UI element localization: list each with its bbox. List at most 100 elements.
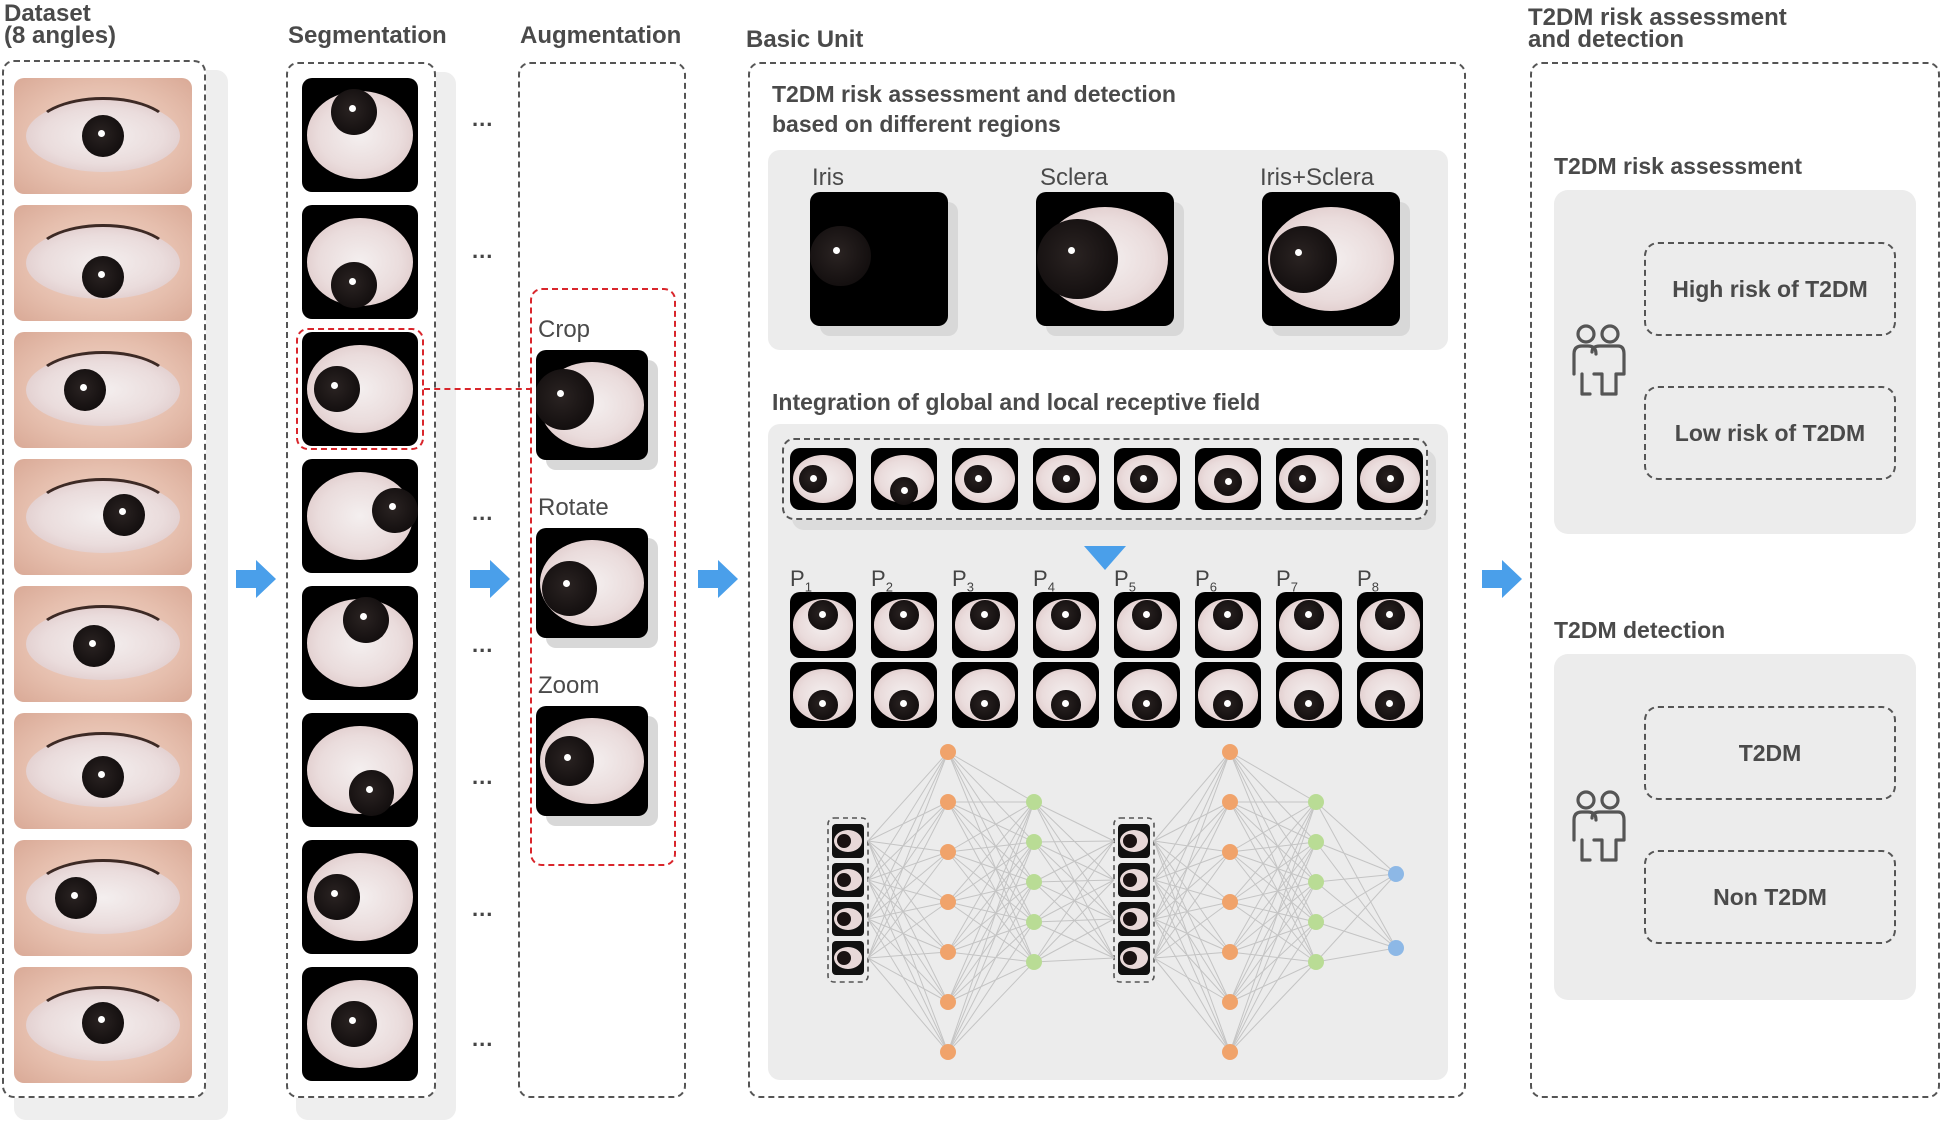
global-view-image bbox=[1195, 448, 1261, 510]
non-t2dm-box: Non T2DM bbox=[1644, 850, 1896, 944]
dataset-title-line2: (8 angles) bbox=[4, 22, 117, 49]
network-edge bbox=[947, 881, 1035, 1053]
network-edge bbox=[867, 751, 949, 881]
glint bbox=[360, 613, 368, 621]
patch-image bbox=[1195, 592, 1261, 658]
patch-label: P4 bbox=[1033, 566, 1055, 594]
iris-region bbox=[314, 366, 360, 412]
glint bbox=[348, 105, 356, 113]
eyelid-line bbox=[31, 985, 175, 1056]
glint bbox=[1143, 610, 1151, 618]
patch-image bbox=[790, 592, 856, 658]
input-patch-iris bbox=[837, 873, 851, 887]
network-edge bbox=[947, 801, 1035, 853]
basic-unit-panel bbox=[748, 62, 1466, 1098]
glint bbox=[1224, 477, 1232, 485]
network-edge bbox=[947, 801, 1035, 883]
network-edge bbox=[867, 840, 949, 1003]
input-patch-iris bbox=[1123, 912, 1137, 926]
ellipsis: ... bbox=[472, 106, 494, 131]
network-node-output bbox=[1388, 940, 1404, 956]
patch-subscript: 6 bbox=[1209, 579, 1217, 595]
patch-label: P5 bbox=[1114, 566, 1136, 594]
basic-unit-title: Basic Unit bbox=[746, 26, 864, 53]
network-edge bbox=[867, 751, 949, 842]
global-view-image bbox=[1357, 448, 1423, 510]
network-edge bbox=[947, 751, 1035, 843]
ellipsis: ... bbox=[472, 896, 494, 921]
glint bbox=[819, 610, 827, 618]
glint bbox=[389, 503, 397, 511]
network-node-orange bbox=[1222, 744, 1238, 760]
network-edge bbox=[947, 841, 1035, 1053]
input-patch-iris bbox=[837, 834, 851, 848]
network-edge bbox=[867, 901, 949, 920]
network-edge bbox=[947, 801, 1035, 1053]
dataset-eye-image bbox=[14, 332, 192, 448]
dataset-eye-image bbox=[14, 78, 192, 194]
network-edge bbox=[1229, 751, 1317, 803]
network-edge bbox=[1033, 840, 1115, 883]
network-edge bbox=[1153, 957, 1231, 1003]
augmentation-panel bbox=[518, 62, 686, 1098]
global-view-image bbox=[1114, 448, 1180, 510]
glint bbox=[1295, 248, 1303, 256]
dataset-eye-image bbox=[14, 205, 192, 321]
iris-region bbox=[542, 561, 598, 616]
patch-letter: P bbox=[1276, 566, 1291, 591]
network-edge bbox=[947, 801, 1035, 963]
network-edge bbox=[947, 921, 1035, 1053]
network-edge bbox=[1153, 918, 1231, 1053]
iris-region bbox=[1037, 218, 1118, 300]
glint bbox=[819, 700, 827, 708]
network-edge bbox=[867, 851, 949, 959]
network-edge bbox=[867, 879, 949, 1053]
iris-region bbox=[331, 1001, 377, 1047]
network-edge bbox=[867, 851, 949, 920]
network-edge bbox=[1315, 881, 1397, 949]
network-edge bbox=[867, 840, 949, 1053]
glint bbox=[1062, 610, 1070, 618]
integration-panel bbox=[768, 424, 1448, 1080]
input-patch-iris bbox=[837, 912, 851, 926]
patch-image bbox=[790, 662, 856, 728]
patch-letter: P bbox=[871, 566, 886, 591]
ellipsis: ... bbox=[472, 764, 494, 789]
network-edge bbox=[1229, 881, 1317, 1003]
iris-region-image bbox=[810, 192, 948, 326]
network-edge bbox=[1229, 921, 1317, 1003]
network-edge bbox=[1229, 961, 1317, 1053]
glint bbox=[1062, 700, 1070, 708]
patch-subscript: 3 bbox=[966, 579, 974, 595]
patch-image bbox=[1114, 592, 1180, 658]
eyelid-line bbox=[31, 731, 175, 802]
glint bbox=[981, 610, 989, 618]
high-risk-box: High risk of T2DM bbox=[1644, 242, 1896, 336]
glint bbox=[366, 785, 374, 793]
glint bbox=[1224, 610, 1232, 618]
dataset-eye-image bbox=[14, 967, 192, 1083]
patch-label: P8 bbox=[1357, 566, 1379, 594]
segmented-eye-image bbox=[302, 205, 418, 319]
input-patch-iris bbox=[1123, 951, 1137, 965]
network-edge bbox=[867, 840, 949, 903]
segmented-eye-image bbox=[302, 840, 418, 954]
network-edge bbox=[1153, 801, 1231, 881]
glint bbox=[1140, 474, 1148, 482]
patch-subscript: 2 bbox=[885, 579, 893, 595]
glint bbox=[563, 753, 571, 761]
network-edge bbox=[947, 841, 1035, 1003]
region-label-iris: Iris bbox=[812, 164, 844, 191]
network-edge bbox=[867, 801, 949, 842]
network-node-orange bbox=[1222, 844, 1238, 860]
network-edge bbox=[1153, 751, 1231, 920]
eyelid-line bbox=[31, 96, 175, 167]
network-edge bbox=[947, 881, 1035, 1003]
dataset-eye-image bbox=[14, 459, 192, 575]
glint bbox=[981, 700, 989, 708]
network-edge bbox=[1153, 840, 1231, 853]
network-edge bbox=[1153, 840, 1231, 1003]
network-edge bbox=[947, 961, 1035, 1053]
network-node-orange bbox=[1222, 944, 1238, 960]
network-edge bbox=[1229, 751, 1317, 843]
